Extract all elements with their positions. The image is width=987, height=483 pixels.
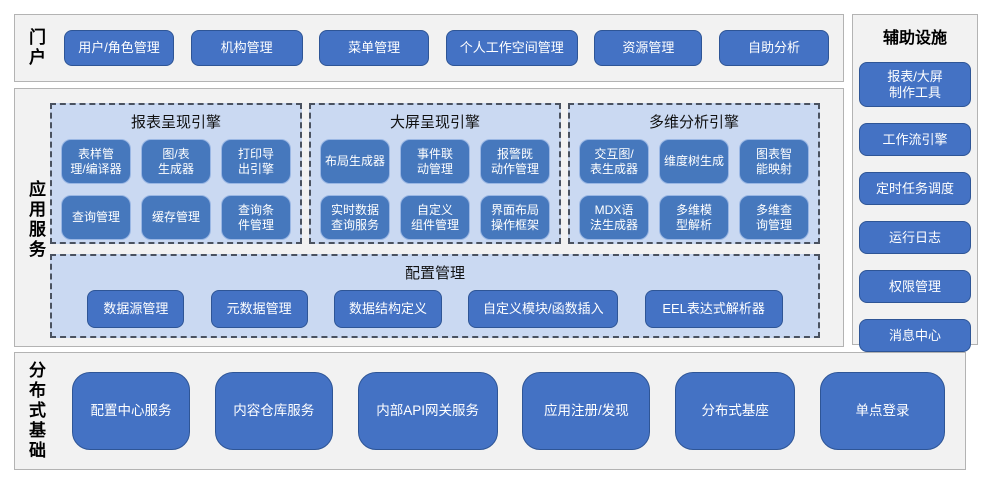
engine-button-event-linkage-mgmt[interactable]: 事件联动管理 [400,139,470,184]
engine-button-alarm-action-mgmt[interactable]: 报警既动作管理 [480,139,550,184]
engine-button-cache-mgmt[interactable]: 缓存管理 [141,195,211,240]
portal-button-org-mgmt[interactable]: 机构管理 [190,30,303,66]
engine-button-chart-table-generator[interactable]: 图/表生成器 [141,139,211,184]
aux-button-permission-mgmt[interactable]: 权限管理 [859,270,971,303]
engine-group-olap-analysis: 多维分析引擎 交互图/表生成器 维度树生成 图表智能映射 MDX语法生成器 多维… [568,103,820,244]
dist-button-app-registration-discovery[interactable]: 应用注册/发现 [522,372,651,450]
engine-button-multidim-query-mgmt[interactable]: 多维查询管理 [739,195,809,240]
dist-button-distributed-base[interactable]: 分布式基座 [675,372,796,450]
engine-button-style-mgmt-compiler[interactable]: 表样管理/编译器 [61,139,131,184]
dist-button-internal-api-gateway-service[interactable]: 内部API网关服务 [357,372,498,450]
engine-button-smart-chart-mapping[interactable]: 图表智能映射 [739,139,809,184]
auxiliary-section: 辅助设施 报表/大屏制作工具 工作流引擎 定时任务调度 运行日志 权限管理 消息… [852,14,978,352]
engine-group-title: 大屏呈现引擎 [389,114,480,131]
dist-button-single-sign-on[interactable]: 单点登录 [819,372,945,450]
portal-section: 门户 用户/角色管理 机构管理 菜单管理 个人工作空间管理 资源管理 自助分析 [14,14,844,82]
distributed-foundation-section: 分布式基础 配置中心服务 内容仓库服务 内部API网关服务 应用注册/发现 分布… [14,352,966,470]
portal-button-row: 用户/角色管理 机构管理 菜单管理 个人工作空间管理 资源管理 自助分析 [44,30,829,66]
config-button-datasource-mgmt[interactable]: 数据源管理 [87,290,185,328]
engine-button-grid: 表样管理/编译器 图/表生成器 打印导出引擎 查询管理 缓存管理 查询条件管理 [61,139,291,240]
distributed-section-label: 分布式基础 [26,361,45,461]
engine-button-interactive-chart-generator[interactable]: 交互图/表生成器 [579,139,649,184]
config-button-metadata-mgmt[interactable]: 元数据管理 [210,290,308,328]
portal-button-menu-mgmt[interactable]: 菜单管理 [319,30,430,66]
dist-button-content-repository-service[interactable]: 内容仓库服务 [214,372,333,450]
portal-button-self-service-analysis[interactable]: 自助分析 [718,30,829,66]
portal-button-user-role-mgmt[interactable]: 用户/角色管理 [64,30,174,66]
engine-button-grid: 交互图/表生成器 维度树生成 图表智能映射 MDX语法生成器 多维模型解析 多维… [579,139,809,240]
aux-button-scheduled-task-dispatch[interactable]: 定时任务调度 [859,172,971,205]
engine-button-query-mgmt[interactable]: 查询管理 [61,195,131,240]
engine-button-print-export-engine[interactable]: 打印导出引擎 [221,139,291,184]
portal-button-resource-mgmt[interactable]: 资源管理 [594,30,703,66]
engine-button-mdx-syntax-generator[interactable]: MDX语法生成器 [579,195,649,240]
engine-button-multidim-model-parsing[interactable]: 多维模型解析 [659,195,729,240]
config-mgmt-group: 配置管理 数据源管理 元数据管理 数据结构定义 自定义模块/函数插入 EEL表达… [50,254,820,338]
engine-row: 报表呈现引擎 表样管理/编译器 图/表生成器 打印导出引擎 查询管理 缓存管理 … [50,103,837,244]
config-button-custom-module-function-insert[interactable]: 自定义模块/函数插入 [468,290,619,328]
engine-button-query-condition-mgmt[interactable]: 查询条件管理 [221,195,291,240]
portal-button-personal-workspace-mgmt[interactable]: 个人工作空间管理 [445,30,578,66]
aux-button-run-logs[interactable]: 运行日志 [859,221,971,254]
app-services-content: 报表呈现引擎 表样管理/编译器 图/表生成器 打印导出引擎 查询管理 缓存管理 … [50,103,837,338]
app-services-section: 应用服务 报表呈现引擎 表样管理/编译器 图/表生成器 打印导出引擎 查询管理 … [14,88,844,347]
config-button-row: 数据源管理 元数据管理 数据结构定义 自定义模块/函数插入 EEL表达式解析器 [61,290,809,328]
portal-section-label: 门户 [26,28,45,68]
engine-button-dimension-tree-generation[interactable]: 维度树生成 [659,139,729,184]
engine-group-report-rendering: 报表呈现引擎 表样管理/编译器 图/表生成器 打印导出引擎 查询管理 缓存管理 … [50,103,302,244]
engine-group-title: 多维分析引擎 [648,114,739,131]
engine-button-custom-component-mgmt[interactable]: 自定义组件管理 [400,195,470,240]
engine-button-realtime-data-query[interactable]: 实时数据查询服务 [320,195,390,240]
engine-button-ui-layout-framework[interactable]: 界面布局操作框架 [480,195,550,240]
aux-button-report-bigscreen-authoring-tool[interactable]: 报表/大屏制作工具 [859,62,971,107]
engine-button-grid: 布局生成器 事件联动管理 报警既动作管理 实时数据查询服务 自定义组件管理 界面… [320,139,550,240]
config-button-eel-expression-parser[interactable]: EEL表达式解析器 [644,290,783,328]
engine-group-title: 报表呈现引擎 [130,114,221,131]
dist-button-config-center-service[interactable]: 配置中心服务 [72,372,190,450]
distributed-button-row: 配置中心服务 内容仓库服务 内部API网关服务 应用注册/发现 分布式基座 单点… [44,372,945,450]
engine-button-layout-generator[interactable]: 布局生成器 [320,139,390,184]
app-services-section-label: 应用服务 [26,179,45,260]
auxiliary-section-title: 辅助设施 [882,30,947,47]
config-button-data-structure-definition[interactable]: 数据结构定义 [333,290,442,328]
engine-group-bigscreen-rendering: 大屏呈现引擎 布局生成器 事件联动管理 报警既动作管理 实时数据查询服务 自定义… [309,103,561,244]
aux-button-workflow-engine[interactable]: 工作流引擎 [859,123,971,156]
aux-button-message-center[interactable]: 消息中心 [859,319,971,352]
config-mgmt-title: 配置管理 [404,265,465,282]
